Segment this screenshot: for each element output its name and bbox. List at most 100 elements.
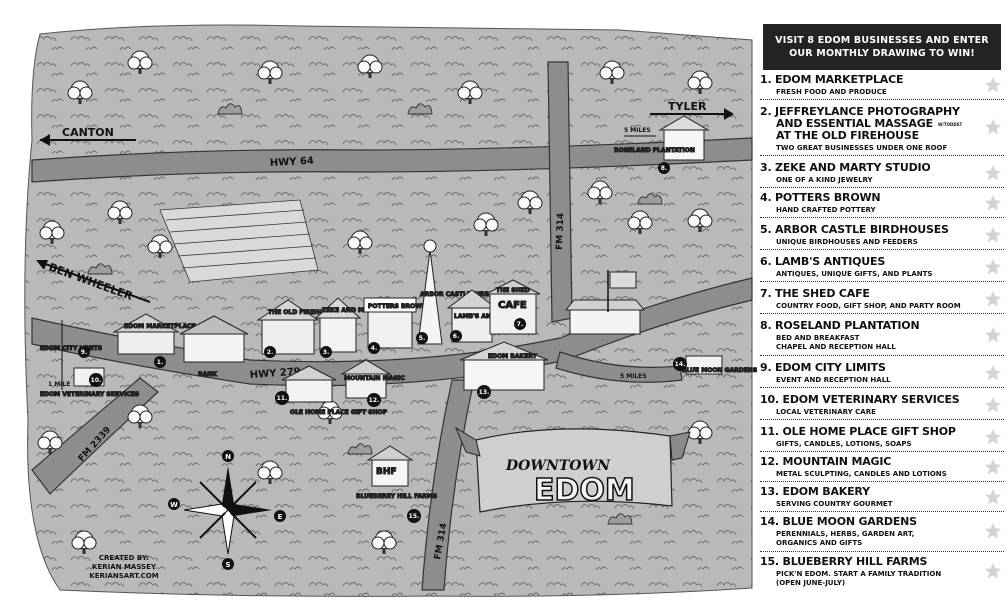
ole-home-place: OLE HOME PLACE GIFT SHOP	[281, 365, 388, 417]
svg-text:BANK: BANK	[198, 371, 217, 378]
svg-text:LAMB'S ANTIQUES: LAMB'S ANTIQUES	[454, 313, 516, 320]
svg-text:N: N	[225, 453, 231, 461]
star-icon	[984, 118, 1002, 135]
lambs-antiques: LAMB'S ANTIQUES	[446, 289, 516, 343]
legend-entry: 6. LAMB'S ANTIQUES ANTIQUES, UNIQUE GIFT…	[760, 254, 1004, 282]
legend-entry: 15. BLUEBERRY HILL FARMS PICK'N EDOM. ST…	[760, 554, 1004, 598]
legend-entry: 9. EDOM CITY LIMITS EVENT AND RECEPTION …	[760, 360, 1004, 388]
svg-text:11.: 11.	[277, 395, 288, 402]
canton-sign: CANTON	[40, 126, 136, 146]
svg-text:13.: 13.	[479, 389, 490, 396]
five-miles-blue-moon: 5 MILES	[620, 373, 647, 380]
star-icon	[984, 226, 1002, 243]
zeke-marty: ZEKE AND MARTY	[314, 297, 383, 353]
tyler-sign: TYLER	[650, 100, 734, 120]
bank: BANK	[179, 315, 249, 379]
svg-text:14.: 14.	[675, 361, 686, 368]
svg-text:CANTON: CANTON	[62, 126, 114, 139]
svg-text:EDOM VETERINARY SERVICES: EDOM VETERINARY SERVICES	[40, 391, 139, 398]
star-icon	[984, 428, 1002, 445]
legend-entry: 11. OLE HOME PLACE GIFT SHOP GIFTS, CAND…	[760, 424, 1004, 452]
svg-text:ZEKE AND MARTY: ZEKE AND MARTY	[322, 307, 382, 314]
legend-entry: 10. EDOM VETERINARY SERVICES LOCAL VETER…	[760, 392, 1004, 420]
mountain-magic: MOUNTAIN MAGIC	[340, 359, 406, 399]
svg-text:9.: 9.	[81, 349, 87, 356]
hwy64-label: HWY 64	[270, 156, 315, 169]
star-icon	[984, 488, 1002, 505]
svg-text:DOWNTOWN: DOWNTOWN	[505, 458, 611, 474]
downtown-buildings: EDOM MARKETPLACE BANK THE OLD FIREHOUSE …	[40, 115, 758, 501]
star-icon	[984, 194, 1002, 211]
star-icon	[984, 76, 1002, 93]
svg-text:W: W	[170, 501, 178, 509]
one-mile: 1 MILE	[48, 381, 70, 388]
number-markers: 1. 2. 3. 4. 5. 6. 7. 8. 9. 10. 11. 12. 1…	[78, 162, 687, 523]
svg-text:EDOM: EDOM	[534, 473, 635, 508]
potters-brown: POTTERS BROWN	[363, 297, 427, 349]
svg-text:EDOM CITY LIMITS: EDOM CITY LIMITS	[40, 345, 102, 352]
svg-text:BLUE MOON GARDENS: BLUE MOON GARDENS	[682, 367, 757, 374]
legend-title: VISIT 8 EDOM BUSINESSES AND ENTER OUR MO…	[763, 24, 1001, 70]
credit: CREATED BY: KERIAN MASSEY KERIANSART.COM	[89, 554, 158, 580]
svg-text:15.: 15.	[409, 513, 420, 520]
svg-text:BLUEBERRY HILL FARMS: BLUEBERRY HILL FARMS	[356, 493, 437, 500]
legend-entry: 13. EDOM BAKERY SERVING COUNTRY GOURMET	[760, 484, 1004, 512]
edom-city-limits: EDOM CITY LIMITS	[40, 320, 103, 390]
legend-entry: 5. ARBOR CASTLE BIRDHOUSES UNIQUE BIRDHO…	[760, 222, 1004, 250]
svg-text:E: E	[278, 513, 283, 521]
star-icon	[984, 290, 1002, 307]
svg-text:5.: 5.	[419, 335, 425, 342]
svg-text:6.: 6.	[453, 333, 459, 340]
legend-entry: 2. JEFFREYLANCE PHOTOGRAPHY AND ESSENTIA…	[760, 104, 1004, 156]
star-icon	[984, 458, 1002, 475]
star-icon	[984, 258, 1002, 275]
svg-text:2.: 2.	[267, 349, 273, 356]
svg-text:1.: 1.	[157, 359, 163, 366]
svg-text:8.: 8.	[661, 165, 667, 172]
svg-text:TYLER: TYLER	[668, 100, 707, 113]
blueberry-hill: BHF BLUEBERRY HILL FARMS	[356, 445, 438, 501]
flag-building	[564, 270, 646, 335]
svg-text:OLE HOME PLACE GIFT SHOP: OLE HOME PLACE GIFT SHOP	[290, 409, 388, 416]
svg-text:CAFE: CAFE	[498, 300, 527, 311]
legend: VISIT 8 EDOM BUSINESSES AND ENTER OUR MO…	[760, 24, 1004, 608]
svg-text:EDOM MARKETPLACE: EDOM MARKETPLACE	[124, 323, 196, 330]
legend-entry: 1. EDOM MARKETPLACE FRESH FOOD AND PRODU…	[760, 72, 1004, 100]
star-icon	[984, 522, 1002, 539]
edom-map: CANTON TYLER BEN WHEELER HWY 64 FM 314 H…	[24, 24, 758, 597]
svg-text:4.: 4.	[371, 345, 377, 352]
edom-bakery: EDOM BAKERY	[459, 341, 549, 391]
star-icon	[984, 364, 1002, 381]
edom-marketplace: EDOM MARKETPLACE	[112, 313, 196, 355]
legend-entry: 3. ZEKE AND MARTY STUDIO ONE OF A KIND J…	[760, 160, 1004, 188]
svg-text:S: S	[225, 561, 230, 569]
legend-entry: 12. MOUNTAIN MAGIC METAL SCULPTING, CAND…	[760, 454, 1004, 482]
five-miles-tyler: 5 MILES	[624, 127, 651, 134]
svg-text:CREATED BY:: CREATED BY:	[99, 554, 149, 562]
star-icon	[984, 562, 1002, 579]
svg-text:KERIANSART.COM: KERIANSART.COM	[89, 572, 158, 580]
svg-text:3.: 3.	[323, 349, 329, 356]
legend-entry: 14. BLUE MOON GARDENS PERENNIALS, HERBS,…	[760, 514, 1004, 552]
svg-text:POTTERS BROWN: POTTERS BROWN	[368, 303, 427, 310]
downtown-edom-banner: DOWNTOWN EDOM	[454, 426, 691, 513]
svg-text:7.: 7.	[517, 321, 523, 328]
roseland-plantation: ROSELAND PLANTATION	[614, 115, 710, 161]
svg-text:ROSELAND PLANTATION: ROSELAND PLANTATION	[614, 147, 695, 154]
star-icon	[984, 326, 1002, 343]
svg-text:THE SHED: THE SHED	[496, 287, 530, 294]
svg-text:BHF: BHF	[376, 467, 397, 477]
svg-text:MOUNTAIN MAGIC: MOUNTAIN MAGIC	[344, 375, 405, 382]
svg-text:10.: 10.	[91, 377, 102, 384]
fm314-north-label: FM 314	[555, 213, 566, 250]
farm-field	[159, 199, 319, 283]
svg-text:12.: 12.	[369, 397, 380, 404]
svg-text:EDOM BAKERY: EDOM BAKERY	[488, 353, 537, 360]
svg-text:KERIAN MASSEY: KERIAN MASSEY	[92, 563, 157, 571]
legend-entry: 7. THE SHED CAFE COUNTRY FOOD, GIFT SHOP…	[760, 286, 1004, 314]
legend-entry: 4. POTTERS BROWN HAND CRAFTED POTTERY	[760, 190, 1004, 218]
shed-cafe: THE SHED CAFE	[485, 279, 541, 335]
svg-text:THE OLD FIREHOUSE: THE OLD FIREHOUSE	[268, 309, 338, 316]
legend-entry: 8. ROSELAND PLANTATION BED AND BREAKFAST…	[760, 318, 1004, 356]
compass-rose: N S E W	[168, 450, 286, 570]
